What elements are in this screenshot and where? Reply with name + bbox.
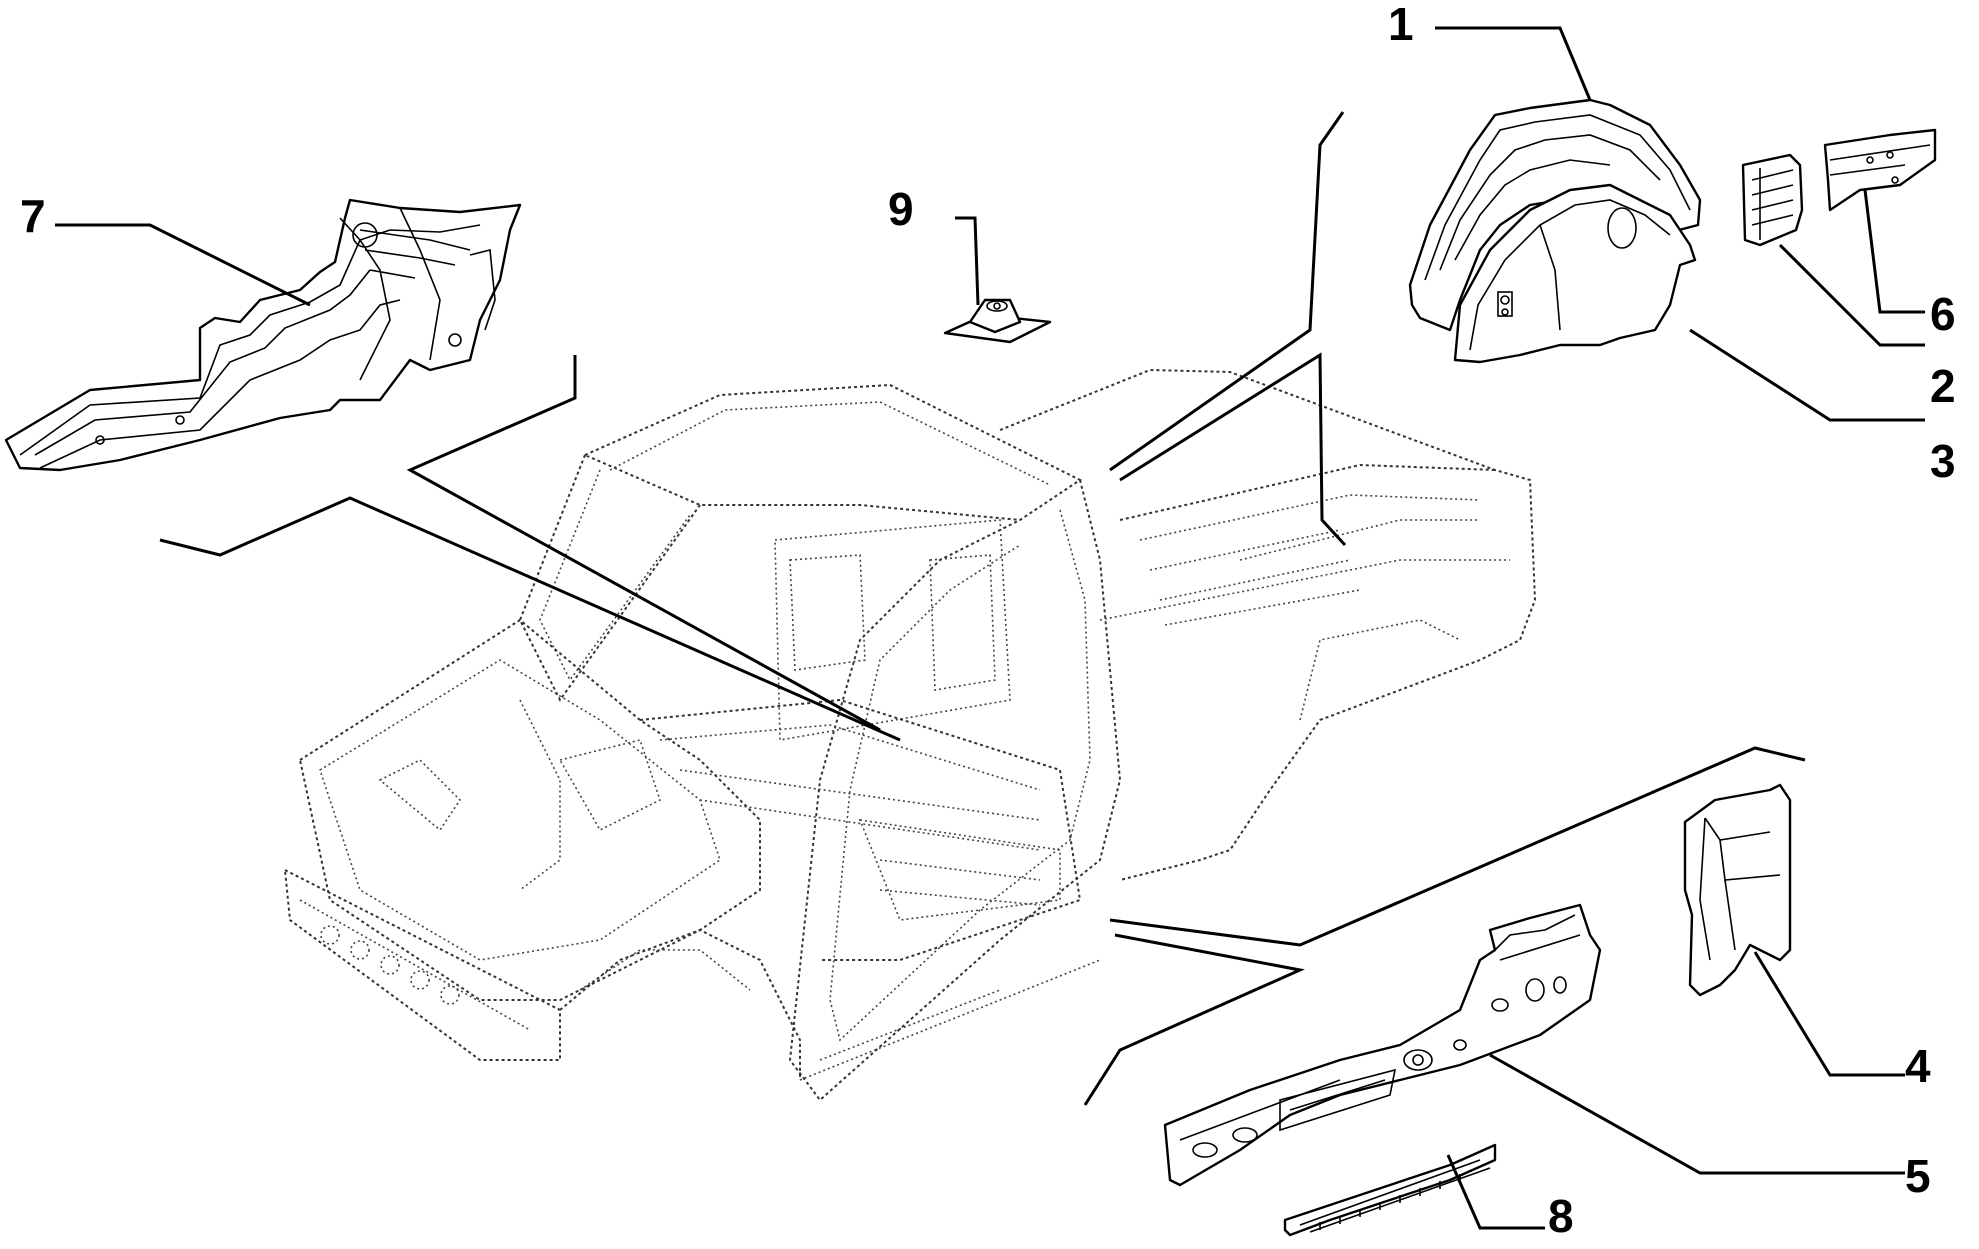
exploded-guide-lines bbox=[159, 111, 1806, 1106]
callout-label-2: 2 bbox=[1930, 360, 1956, 412]
callout-label-1: 1 bbox=[1388, 0, 1414, 50]
vehicle-body-shell bbox=[283, 368, 1537, 1102]
callout-label-3: 3 bbox=[1930, 435, 1956, 487]
part-6-plate bbox=[1823, 128, 1937, 212]
part-7-floor-tunnel bbox=[4, 198, 522, 472]
callout-label-8: 8 bbox=[1548, 1190, 1574, 1242]
part-5-side-member bbox=[1163, 903, 1602, 1187]
callout-leader-lines bbox=[55, 26, 1925, 1230]
part-9-nut-bracket bbox=[943, 298, 1052, 344]
callout-label-4: 4 bbox=[1905, 1040, 1931, 1092]
part-3-wheelhouse-inner bbox=[1453, 183, 1697, 364]
callout-numbers: 1 2 3 4 5 6 7 8 9 bbox=[20, 0, 1956, 1242]
part-4-pillar-reinforcement bbox=[1683, 783, 1792, 997]
callout-label-6: 6 bbox=[1930, 288, 1956, 340]
callout-label-5: 5 bbox=[1905, 1150, 1931, 1202]
callout-label-9: 9 bbox=[888, 183, 914, 235]
part-8-sill-strip bbox=[1283, 1143, 1497, 1237]
part-2-reinforcement bbox=[1741, 153, 1804, 247]
callout-label-7: 7 bbox=[20, 190, 46, 242]
